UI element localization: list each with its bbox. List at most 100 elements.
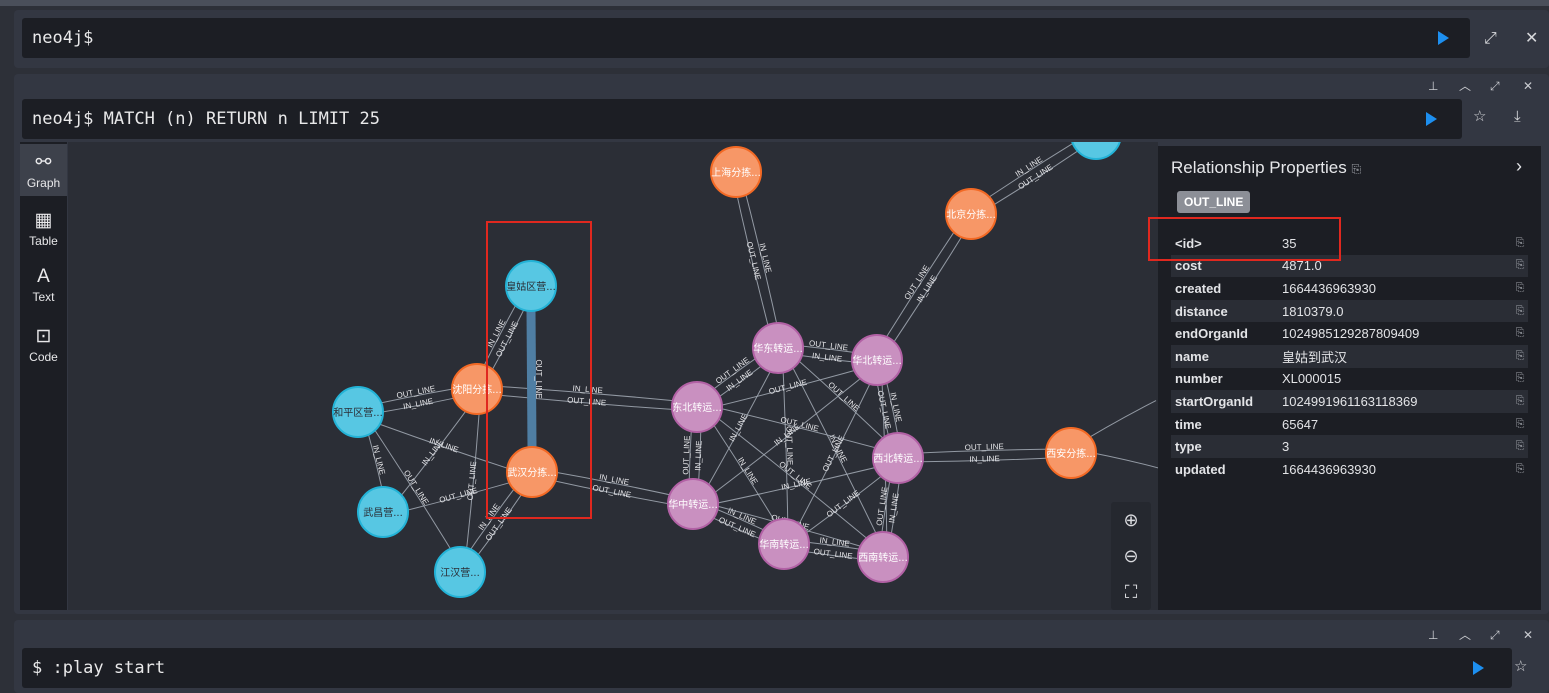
selected-relationship-label: OUT_LINE	[534, 359, 543, 398]
property-value: 35	[1282, 235, 1297, 251]
view-sidebar: ⚯ Graph ▦ Table A Text ⊡ Code	[20, 142, 67, 610]
graph-node[interactable]	[505, 260, 557, 312]
relationship-label: IN_LINE	[572, 384, 603, 395]
property-key: time	[1175, 416, 1202, 432]
relationship-label: IN_LINE	[371, 444, 387, 476]
close-frame-icon[interactable]: ✕	[1523, 79, 1534, 93]
copy-value-icon[interactable]: ⎘	[1515, 327, 1525, 340]
collapse-icon-2[interactable]: ︿	[1459, 628, 1472, 642]
fullscreen-icon-2[interactable]: ⤢	[1490, 628, 1500, 642]
relationship-label: OUT_LINE	[768, 378, 808, 397]
relationship-edge[interactable]	[693, 461, 899, 509]
relationship-label: IN_LINE	[819, 536, 850, 549]
relationship-edge[interactable]	[781, 345, 888, 556]
copy-value-icon[interactable]: ⎘	[1508, 435, 1528, 458]
copy-value-icon[interactable]: ⎘	[1508, 344, 1528, 368]
graph-node[interactable]	[434, 546, 486, 598]
copy-value-icon[interactable]: ⎘	[1515, 372, 1525, 385]
relationship-edge[interactable]	[695, 362, 880, 508]
copy-value-icon[interactable]: ⎘	[1508, 254, 1528, 278]
graph-node-label: 华北转运...	[852, 354, 902, 367]
expand-icon[interactable]: ⤢	[1484, 30, 1497, 47]
copy-value-icon[interactable]: ⎘	[1515, 462, 1525, 475]
relationship-edge[interactable]	[477, 384, 698, 404]
graph-node[interactable]	[758, 518, 810, 570]
relationship-label: IN_LINE	[969, 454, 999, 464]
run-icon[interactable]	[1438, 31, 1449, 45]
run-play-icon[interactable]	[1473, 661, 1484, 675]
graph-node[interactable]	[506, 446, 558, 498]
copy-value-icon[interactable]: ⎘	[1515, 281, 1525, 294]
close-icon[interactable]: ✕	[1525, 30, 1539, 47]
property-key: <id>	[1175, 235, 1202, 251]
graph-node[interactable]	[945, 188, 997, 240]
property-value: 1664436963930	[1282, 461, 1376, 477]
table-icon: ▦	[34, 210, 53, 231]
relationship-label: OUT_LINE	[826, 380, 861, 413]
graph-node-label: 华南转运...	[759, 538, 809, 551]
pin-icon-2[interactable]: ⊥	[1428, 628, 1439, 642]
view-code-label: Code	[29, 350, 58, 364]
zoom-out-icon[interactable]: ⊖	[1123, 546, 1139, 566]
play-command-input[interactable]: $ :play start	[22, 648, 1512, 688]
view-table-tab[interactable]: ▦ Table	[20, 202, 67, 254]
selected-relationship[interactable]	[526, 310, 537, 448]
graph-svg[interactable]: IN_LINE OUT_LINE IN_LINE OUT_LINE OUT_LINE IN…	[68, 142, 1158, 610]
fullscreen-icon[interactable]: ⤢	[1490, 79, 1500, 93]
relationship-edge[interactable]	[476, 392, 697, 412]
graph-node[interactable]	[872, 432, 924, 484]
rerun-icon[interactable]	[1426, 112, 1437, 126]
graph-node[interactable]	[851, 334, 903, 386]
graph-node-label: 武昌营...	[363, 506, 403, 519]
zoom-in-icon[interactable]: ⊕	[1123, 510, 1139, 530]
graph-node[interactable]	[752, 322, 804, 374]
property-value: 65647	[1282, 416, 1319, 432]
fit-icon[interactable]: ⛶	[1124, 582, 1138, 602]
graph-node[interactable]	[451, 363, 503, 415]
query-editor: neo4j$ ⤢ ✕	[14, 10, 1549, 68]
query-input[interactable]: neo4j$	[22, 18, 1470, 58]
code-icon: ⊡	[35, 326, 52, 347]
property-key: number	[1175, 371, 1223, 387]
properties-title-text: Relationship Properties	[1171, 158, 1347, 177]
relationship-label: IN_LINE	[887, 492, 900, 523]
graph-node[interactable]	[671, 381, 723, 433]
graph-node[interactable]	[710, 146, 762, 198]
graph-node-label: 华中转运...	[668, 498, 718, 511]
graph-node-label: 东北转运...	[672, 401, 722, 414]
graph-node[interactable]	[667, 478, 719, 530]
graph-canvas[interactable]: IN_LINE OUT_LINE IN_LINE OUT_LINE OUT_LINE IN…	[68, 142, 1158, 610]
copy-value-icon[interactable]: ⎘	[1508, 299, 1528, 323]
pin-icon[interactable]: ⊥	[1428, 79, 1439, 93]
result-frame: ⊥ ︿ ⤢ ✕ neo4j$ MATCH (n) RETURN n LIMIT …	[14, 74, 1549, 614]
graph-node[interactable]	[1045, 427, 1097, 479]
graph-node[interactable]	[1071, 142, 1121, 160]
play-frame: ⊥ ︿ ⤢ ✕ $ :play start ☆	[14, 620, 1549, 693]
graph-node[interactable]	[332, 386, 384, 438]
favorite-icon[interactable]: ☆	[1514, 658, 1528, 675]
relationship-edge[interactable]	[699, 403, 886, 555]
star-icon[interactable]: ☆	[1473, 108, 1487, 125]
property-value: 皇姑到武汉	[1278, 344, 1508, 368]
view-graph-label: Graph	[26, 176, 61, 190]
top-strip	[0, 0, 1549, 6]
copy-icon[interactable]: ⎘	[1351, 162, 1362, 176]
graph-node-label: 北京分拣...	[946, 208, 996, 221]
frame-query[interactable]: neo4j$ MATCH (n) RETURN n LIMIT 25	[22, 99, 1462, 139]
graph-node-label: 西北转运...	[873, 452, 923, 465]
view-code-tab[interactable]: ⊡ Code	[20, 318, 67, 370]
view-text-tab[interactable]: A Text	[20, 258, 67, 310]
close-frame-icon-2[interactable]: ✕	[1523, 628, 1534, 642]
copy-value-icon[interactable]: ⎘	[1515, 417, 1525, 430]
graph-node[interactable]	[357, 486, 409, 538]
chevron-right-icon[interactable]: ›	[1516, 156, 1522, 176]
download-icon[interactable]: ⤓	[1514, 108, 1521, 125]
copy-value-icon[interactable]: ⎘	[1508, 390, 1528, 413]
collapse-icon[interactable]: ︿	[1459, 79, 1472, 93]
relationship-type-badge[interactable]: OUT_LINE	[1177, 191, 1251, 213]
view-graph-tab[interactable]: ⚯ Graph	[20, 144, 67, 196]
graph-node[interactable]	[857, 531, 909, 583]
copy-value-icon[interactable]: ⎘	[1515, 236, 1525, 249]
